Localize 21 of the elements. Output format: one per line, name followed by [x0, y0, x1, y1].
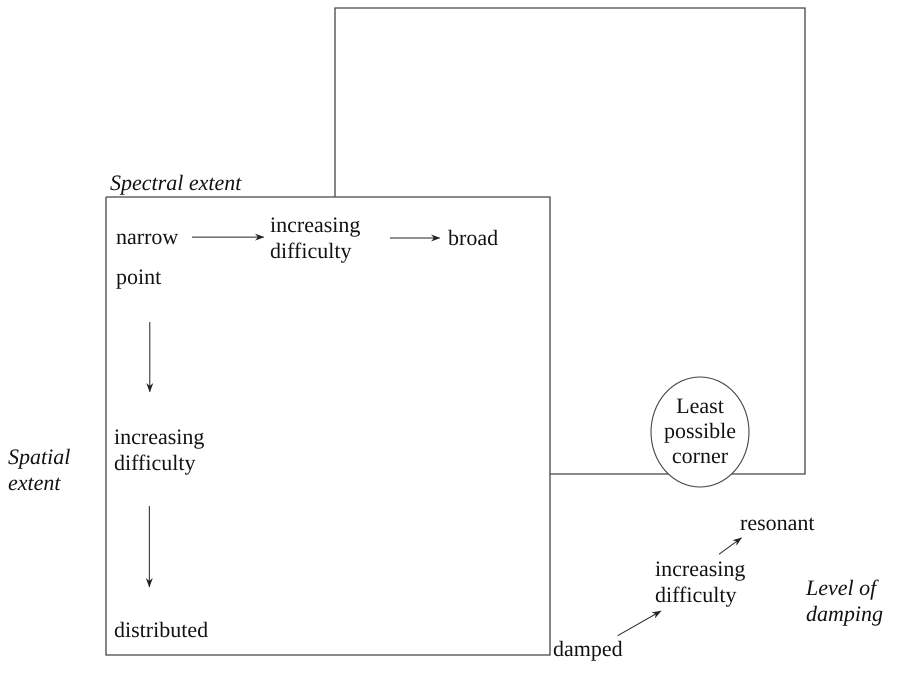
node-text: increasing difficulty	[270, 212, 382, 264]
node-text: point	[116, 264, 172, 290]
axis-label: Level of damping	[806, 575, 884, 627]
arrow	[192, 234, 264, 241]
ellipse-node	[650, 376, 750, 488]
node-text: resonant	[740, 510, 820, 536]
node-text: distributed	[114, 617, 224, 643]
axis-label: Spectral extent	[110, 170, 243, 196]
arrow	[718, 537, 742, 555]
node-text: increasing difficulty	[114, 424, 226, 476]
arrow	[146, 322, 154, 392]
arrow	[146, 506, 153, 588]
node-text: increasing difficulty	[655, 556, 767, 608]
node-text: Least possible corner	[662, 393, 738, 468]
node-text: damped	[553, 636, 623, 662]
arrow	[617, 610, 662, 636]
node-text: broad	[448, 225, 508, 251]
arrow	[390, 234, 440, 242]
square-frame	[106, 197, 550, 655]
axis-label: Spatial extent	[8, 444, 72, 496]
node-text: narrow	[116, 224, 186, 250]
